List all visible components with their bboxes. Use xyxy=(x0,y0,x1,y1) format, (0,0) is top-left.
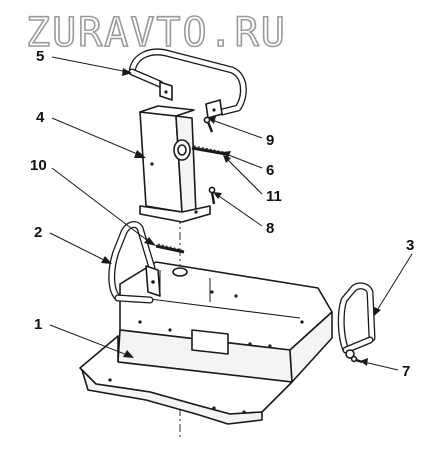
watermark-text: ZURAVTO.RU xyxy=(26,10,287,56)
callout-6: 6 xyxy=(266,162,274,179)
part-5-top-handle xyxy=(128,48,247,119)
part-2-left-handrail xyxy=(108,221,161,304)
callout-4: 4 xyxy=(36,109,45,126)
part-10-bolt xyxy=(155,243,185,254)
callout-3: 3 xyxy=(406,237,414,254)
part-4-column-pedestal xyxy=(139,105,211,223)
part-3-right-handrail xyxy=(337,282,376,359)
callout-labels: 5 4 10 2 1 9 6 11 8 3 7 xyxy=(30,48,414,380)
callout-2: 2 xyxy=(34,224,42,241)
callout-7: 7 xyxy=(402,363,410,380)
callout-9: 9 xyxy=(266,132,274,149)
part-9-screw xyxy=(203,116,214,133)
leader-lines xyxy=(49,56,413,371)
callout-1: 1 xyxy=(34,316,42,333)
callout-11: 11 xyxy=(266,188,282,205)
part-1-base-frame xyxy=(79,261,333,425)
callout-8: 8 xyxy=(266,220,274,237)
callout-5: 5 xyxy=(36,48,44,65)
part-6-bolt xyxy=(191,145,227,156)
callout-10: 10 xyxy=(30,157,47,174)
part-8-screw xyxy=(208,186,216,205)
